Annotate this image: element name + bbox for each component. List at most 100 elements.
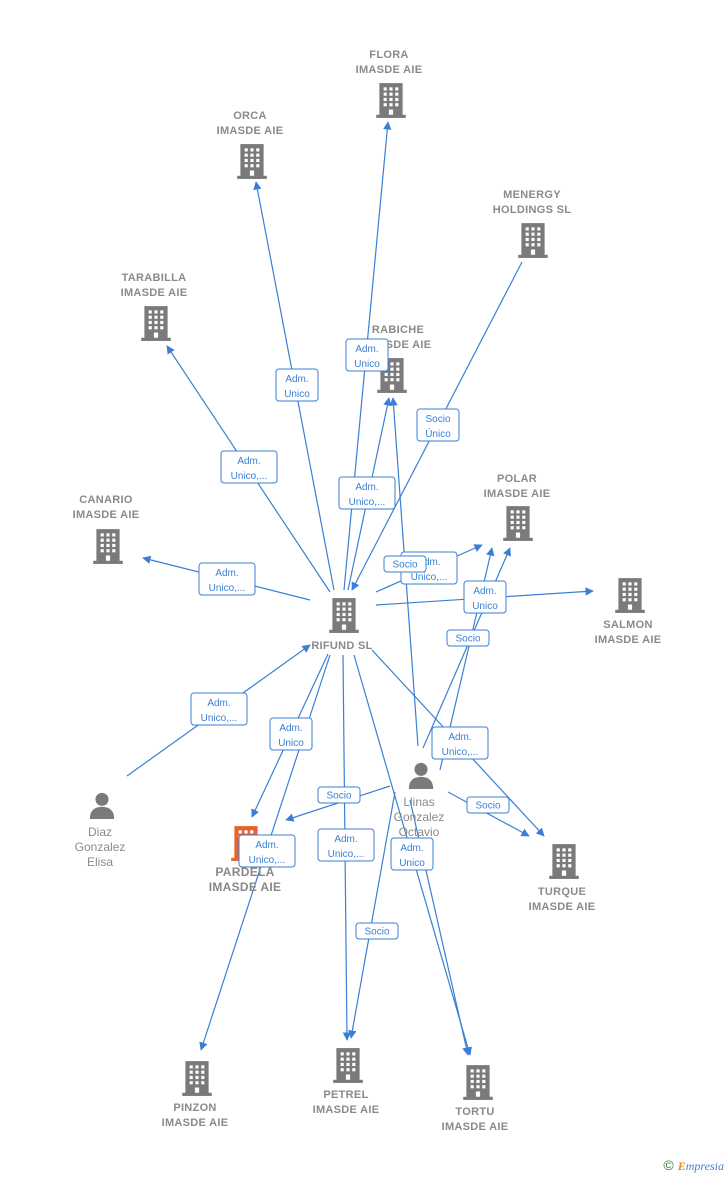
edge-label-text: Unico: [278, 738, 304, 749]
node-label: Elisa: [87, 855, 113, 869]
node-label: IMASDE AIE: [484, 488, 551, 500]
edge-label-llinas-petrel[interactable]: Socio: [355, 922, 399, 940]
edge-label-box: [220, 450, 278, 484]
edge-label-box: [269, 717, 313, 751]
edge-label-box: [390, 837, 434, 871]
node-label: IMASDE AIE: [162, 1117, 229, 1129]
node-label: RIFUND SL: [311, 640, 372, 652]
node-petrel[interactable]: PETREL IMASDE AIE: [313, 1048, 380, 1116]
edge-label-rifund-petrel[interactable]: Adm. Unico,...: [317, 828, 375, 862]
edge-label-box: [317, 828, 375, 862]
node-label: ORCA: [233, 110, 267, 122]
building-icon: [333, 1048, 363, 1083]
edge-label-text: Adm.: [448, 732, 471, 743]
edge-label-text: Adm.: [417, 557, 440, 568]
edge-label-text: Socio: [425, 414, 450, 425]
edge-label-text: Unico: [472, 601, 498, 612]
edge-label-llinas-turque[interactable]: Socio: [466, 796, 510, 814]
person-icon: [408, 762, 434, 789]
edge-label-llinas-tortu[interactable]: Adm. Unico: [390, 837, 434, 871]
edge-label-rifund-pardela[interactable]: Adm.Unico,...: [238, 834, 296, 868]
node-label: RABICHE: [372, 324, 424, 336]
edge-label-text: Adm.: [400, 843, 423, 854]
edge-label-rifund-rabiche[interactable]: Adm. Unico,...: [338, 476, 396, 510]
edge-label-text: Unico,...: [231, 471, 268, 482]
node-label: IMASDE AIE: [73, 509, 140, 521]
edge-label-text: Adm.: [285, 374, 308, 385]
edge-label-text: Unico: [284, 389, 310, 400]
edge-label-rifund-tarabilla[interactable]: Adm. Unico,...: [220, 450, 278, 484]
edge-label-text: Adm.: [207, 698, 230, 709]
edge-llinas-to-petrel[interactable]: [348, 791, 396, 1039]
footer-brand: ©Empresia: [663, 1157, 724, 1174]
edge-label-box: [383, 555, 427, 573]
edge-label-diaz-rifund[interactable]: Adm. Unico,...: [190, 692, 248, 726]
edge-label-box: [317, 786, 361, 804]
edge-label-llinas-pardela[interactable]: Socio: [317, 786, 361, 804]
edge-label-text: Unico,...: [442, 747, 479, 758]
edge-label-box: [275, 368, 319, 402]
edge-label-text: Adm.: [255, 840, 278, 851]
node-label: MENERGY: [503, 189, 561, 201]
edge-label-box: [466, 796, 510, 814]
edge-label-llinas-salmon[interactable]: Socio: [383, 555, 427, 573]
brand-logo: Empresia: [677, 1159, 724, 1173]
edge-label-text: Adm.: [355, 482, 378, 493]
building-icon: [503, 506, 533, 541]
building-icon: [237, 144, 267, 179]
node-label: PETREL: [323, 1089, 368, 1101]
edge-label-rifund-flora[interactable]: Adm.Unico: [345, 338, 389, 372]
edge-label-llinas-polar[interactable]: Socio: [446, 629, 490, 647]
building-icon: [93, 529, 123, 564]
edge-llinas-to-turque[interactable]: [447, 791, 530, 837]
edge-label-box: [463, 580, 507, 614]
building-icon: [376, 83, 406, 118]
edge-label-text: Adm.: [334, 834, 357, 845]
node-label: Diaz: [88, 825, 112, 839]
edge-label-text: Socio: [364, 927, 389, 938]
building-icon: [549, 844, 579, 879]
node-label: HOLDINGS SL: [493, 204, 571, 216]
edge-label-box: [431, 726, 489, 760]
node-label: TURQUE: [538, 886, 586, 898]
edge-label-extra[interactable]: Adm.Unico: [269, 717, 313, 751]
edge-label-text: Unico: [354, 359, 380, 370]
edge-label-text: Unico,...: [349, 497, 386, 508]
edge-label-text: Unico,...: [209, 583, 246, 594]
edge-label-rifund-salmon[interactable]: Adm. Unico: [463, 580, 507, 614]
edge-label-text: Adm.: [473, 586, 496, 597]
edge-label-rifund-orca[interactable]: Adm. Unico: [275, 368, 319, 402]
edge-label-rifund-turque[interactable]: Adm. Unico,...: [431, 726, 489, 760]
edge-label-rifund-canario[interactable]: Adm. Unico,...: [198, 562, 256, 596]
edge-label-box: [446, 629, 490, 647]
node-menergy[interactable]: MENERGY HOLDINGS SL: [493, 189, 571, 258]
edge-label-box: [338, 476, 396, 510]
node-rifund[interactable]: RIFUND SL: [311, 598, 372, 652]
building-icon: [141, 306, 171, 341]
building-icon: [182, 1061, 212, 1096]
node-label: IMASDE AIE: [313, 1104, 380, 1116]
edge-label-text: Único: [425, 427, 451, 440]
edge-label-text: Unico,...: [201, 713, 238, 724]
edge-label-text: Adm.: [237, 456, 260, 467]
edge-label-text: Unico,...: [411, 572, 448, 583]
node-label: IMASDE AIE: [209, 880, 282, 894]
edge-label-text: Adm.: [215, 568, 238, 579]
edge-label-text: Unico,...: [328, 849, 365, 860]
edge-label-text: Unico: [399, 858, 425, 869]
edge-label-text: Socio: [455, 634, 480, 645]
